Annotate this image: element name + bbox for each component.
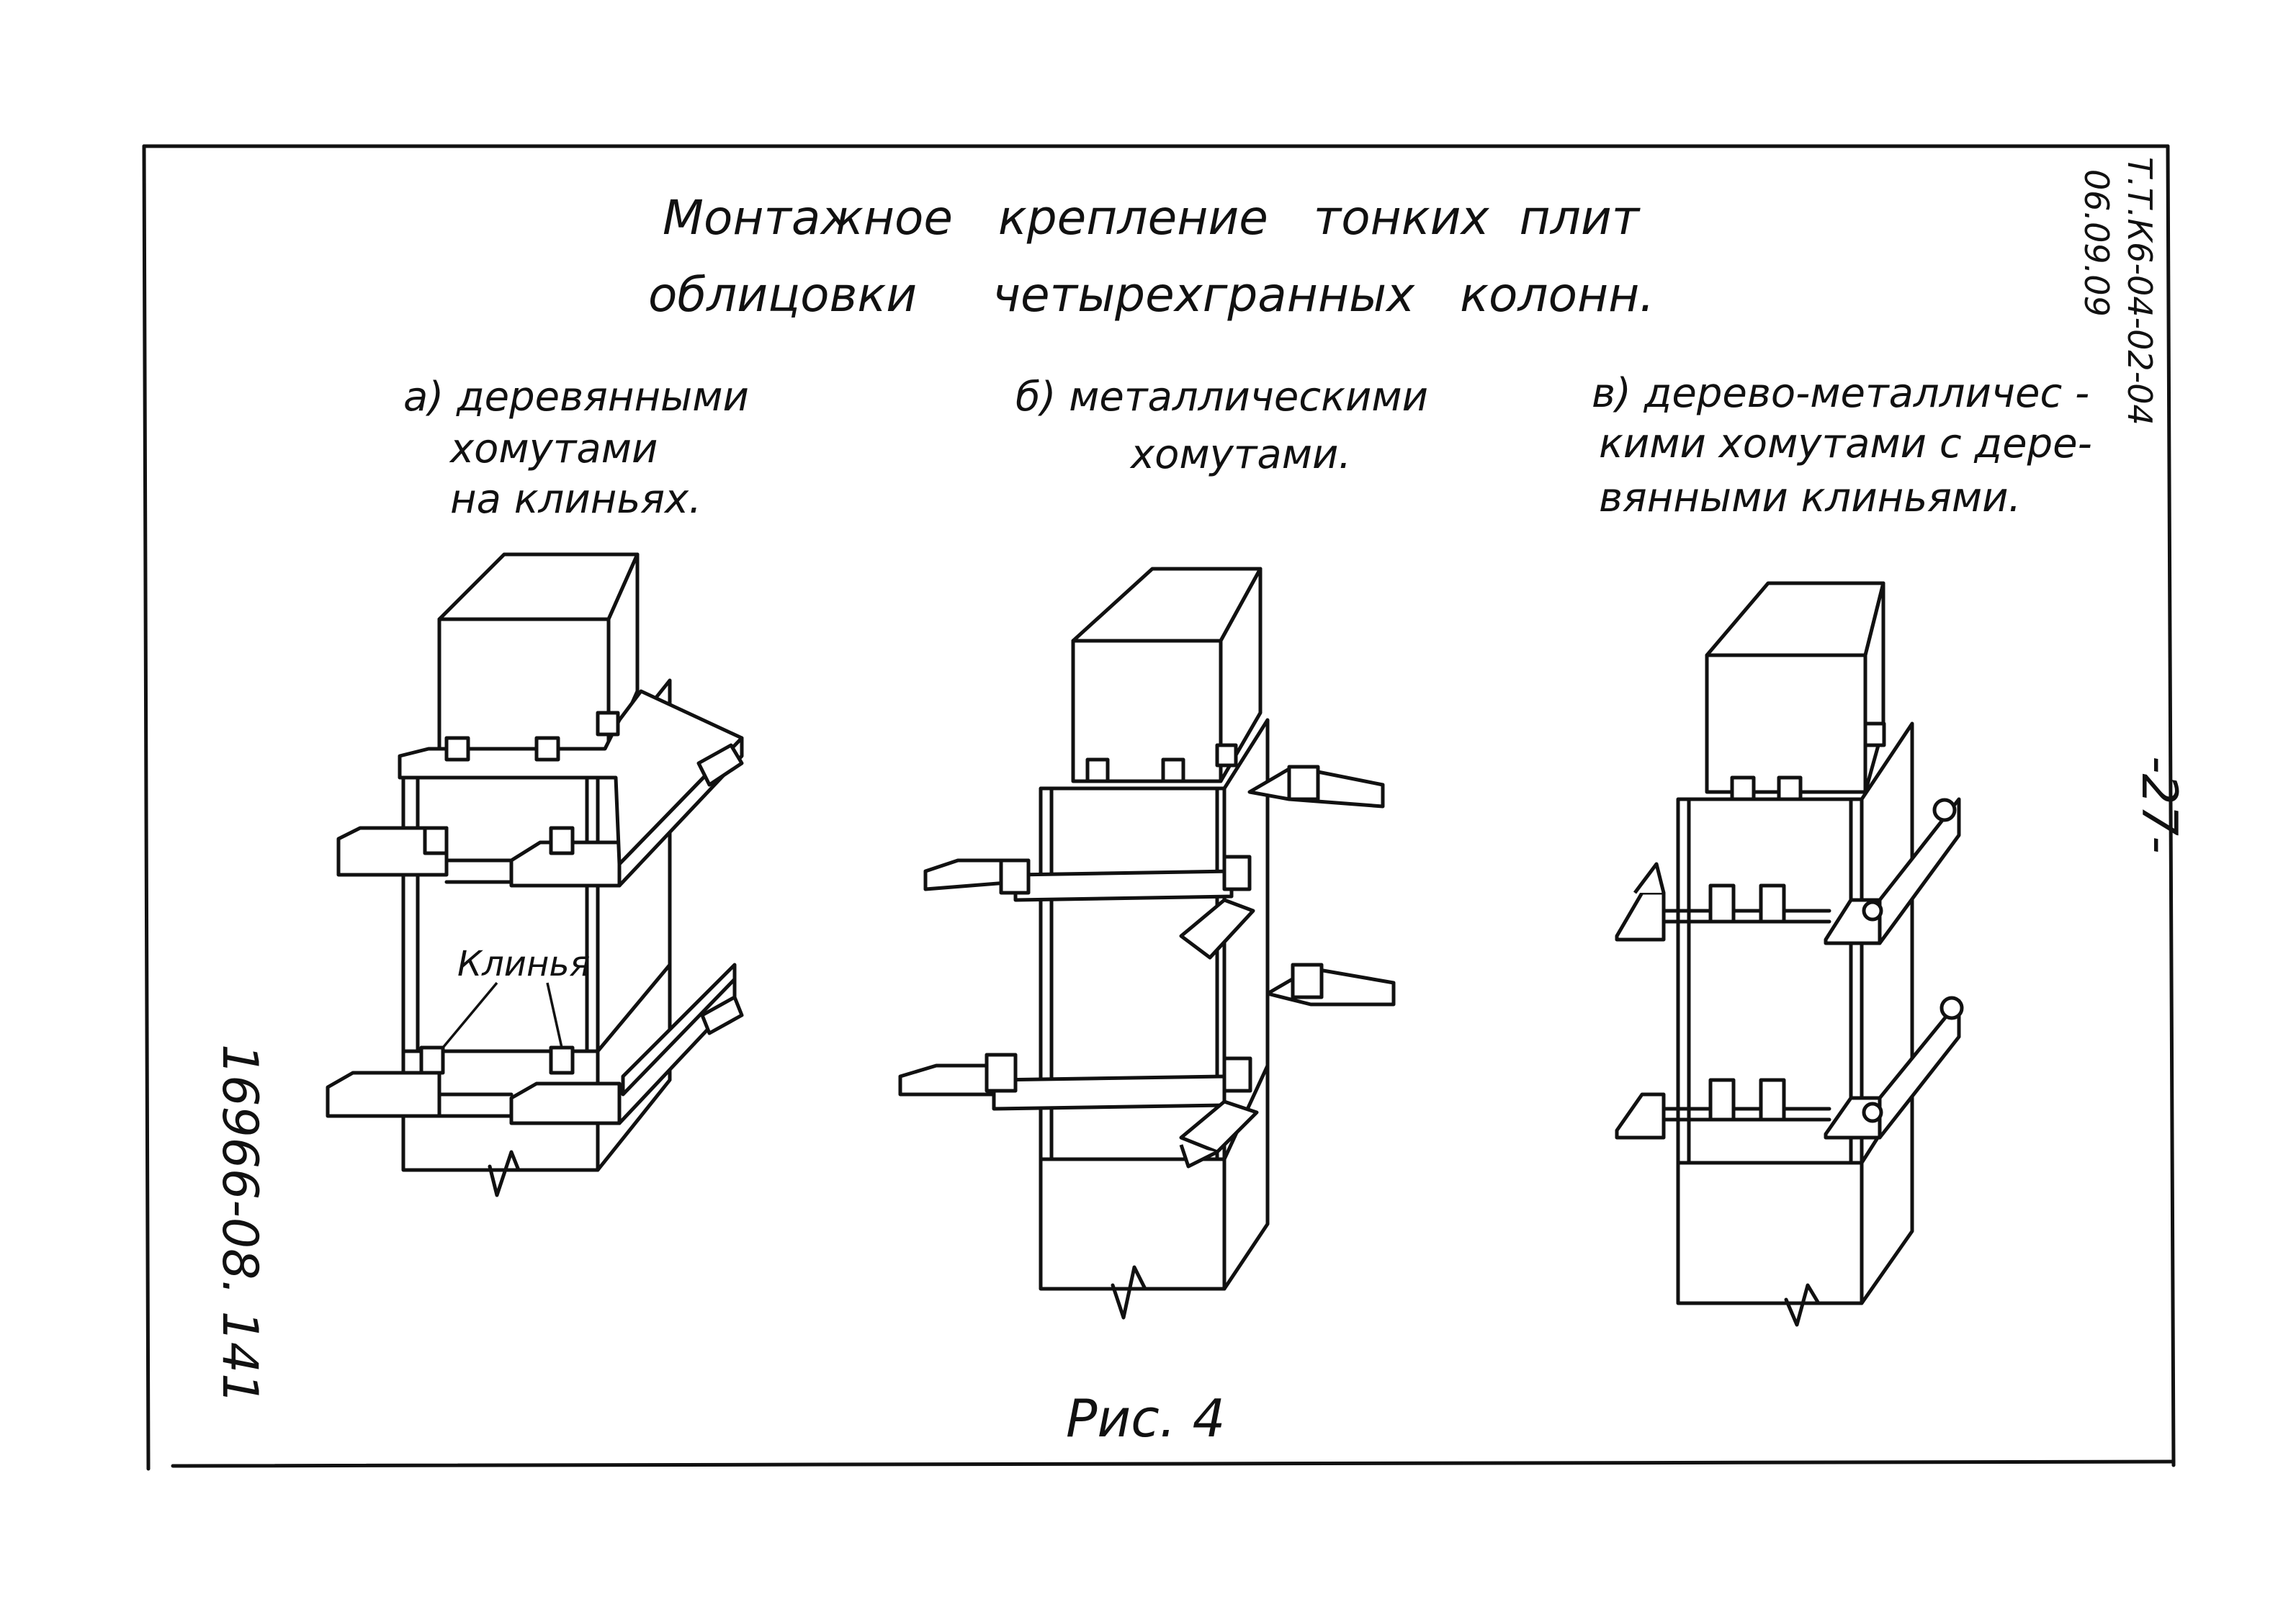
svg-text:хомутами.: хомутами. [1129, 431, 1351, 478]
figure-caption: Рис. 4 [1066, 1388, 1225, 1449]
doc-date: 06.09.09 [2077, 169, 2116, 317]
page-number: -27- [2130, 756, 2187, 854]
title-line-1: Монтажное крепление тонких плит [663, 190, 1641, 246]
svg-text:на клиньях.: на клиньях. [450, 476, 701, 523]
variant-a-label: а) деревянными хомутами на клиньях. [403, 374, 749, 523]
svg-text:б) металлическими: б) металлическими [1015, 374, 1428, 420]
wedges-callout: Клинья [457, 944, 591, 984]
svg-text:кими хомутами с дере-: кими хомутами с дере- [1599, 420, 2092, 467]
svg-text:хомутами: хомутами [449, 426, 658, 472]
figure-a-wooden-clamps: Клинья [326, 552, 744, 1197]
archive-number: 16966-08. 141 [211, 1044, 268, 1404]
title-line-2: облицовки четырехгранных колонн. [648, 267, 1654, 323]
svg-text:вянными клиньями.: вянными клиньями. [1599, 474, 2021, 521]
doc-code: Т.Т.К6-04-02-04 [2120, 157, 2159, 426]
figure-c-timber-metal-clamps [1615, 581, 1964, 1327]
variant-b-label: б) металлическими хомутами. [1015, 374, 1428, 478]
figure-b-metal-clamps [898, 567, 1396, 1320]
svg-text:в) дерево-металличес -: в) дерево-металличес - [1592, 370, 2089, 417]
svg-text:а) деревянными: а) деревянными [403, 374, 749, 420]
variant-c-label: в) дерево-металличес - кими хомутами с д… [1592, 370, 2092, 521]
document-stamp: Т.Т.К6-04-02-04 06.09.09 [2077, 157, 2159, 426]
sheet-frame [142, 144, 2176, 1471]
